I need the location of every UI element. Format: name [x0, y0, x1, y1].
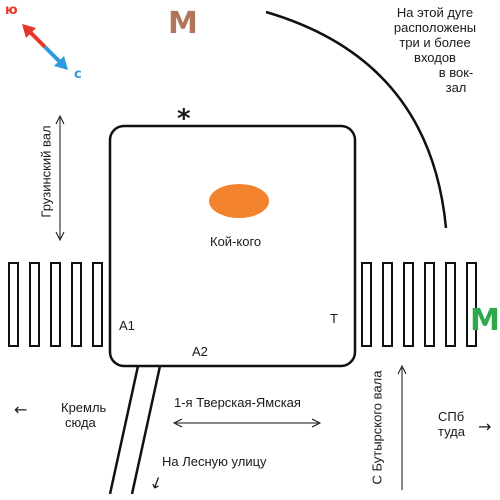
street-butyrsky-val: С Бутырского вала	[369, 370, 385, 485]
street-tverskaya-yamskaya: 1-я Тверская-Ямская	[174, 395, 301, 410]
gruzinsky-val-arrow	[55, 114, 65, 242]
spb-arrow-icon: →	[478, 417, 492, 436]
compass	[22, 24, 68, 70]
compass-north-letter: с	[74, 67, 82, 82]
street-gruzinsky-val: Грузинский вал	[38, 125, 54, 218]
arc-note-line: расположены	[393, 20, 477, 35]
direction-kremlin-line: сюда	[65, 415, 96, 430]
butyrsky-val-arrow	[397, 364, 407, 490]
arc-note-line: входов	[414, 50, 456, 65]
crosswalk-right	[361, 262, 477, 347]
crosswalk-stripe	[466, 262, 477, 347]
crosswalk-stripe	[92, 262, 103, 347]
entrance-star: *	[177, 104, 191, 134]
crosswalk-left	[8, 262, 103, 347]
compass-south-letter: ю	[5, 3, 18, 18]
point-a1: А1	[119, 318, 135, 333]
point-a2: А2	[192, 344, 208, 359]
compass-south-arrowhead	[22, 24, 36, 38]
lesnaya-road-right-edge	[130, 365, 162, 495]
direction-kremlin-line: Кремль	[61, 400, 107, 415]
crosswalk-stripe	[8, 262, 19, 347]
crosswalk-stripe	[361, 262, 372, 347]
street-lesnaya: На Лесную улицу	[162, 454, 267, 469]
lesnaya-road-left-edge	[108, 365, 140, 495]
direction-spb-line: туда	[438, 424, 465, 439]
crosswalk-stripe	[50, 262, 61, 347]
arc-note-line: три и более	[399, 35, 471, 50]
location-marker	[209, 184, 269, 218]
city-block	[108, 124, 357, 368]
crosswalk-stripe	[424, 262, 435, 347]
block-label: Кой-кого	[210, 234, 262, 249]
arc-note-line: в вок-	[438, 65, 474, 80]
crosswalk-stripe	[382, 262, 393, 347]
direction-spb-line: СПб	[438, 409, 465, 424]
crosswalk-stripe	[403, 262, 414, 347]
kremlin-arrow-icon: ←	[14, 400, 28, 419]
direction-kremlin: Кремль сюда	[61, 400, 106, 430]
point-t: Т	[330, 311, 338, 326]
arc-note-line: зал	[445, 80, 467, 95]
station-arc	[265, 10, 448, 229]
crosswalk-stripe	[445, 262, 456, 347]
tverskaya-arrow	[172, 418, 322, 428]
crosswalk-stripe	[71, 262, 82, 347]
crosswalk-stripe	[29, 262, 40, 347]
station-arc-note: На этой дуге расположены три и более вхо…	[376, 5, 494, 95]
metro-sign-top: М	[168, 6, 198, 41]
direction-spb: СПб туда	[438, 409, 465, 439]
compass-north-arrowhead	[54, 56, 68, 70]
metro-sign-right: М	[470, 303, 500, 338]
arc-note-line: На этой дуге	[396, 5, 474, 20]
